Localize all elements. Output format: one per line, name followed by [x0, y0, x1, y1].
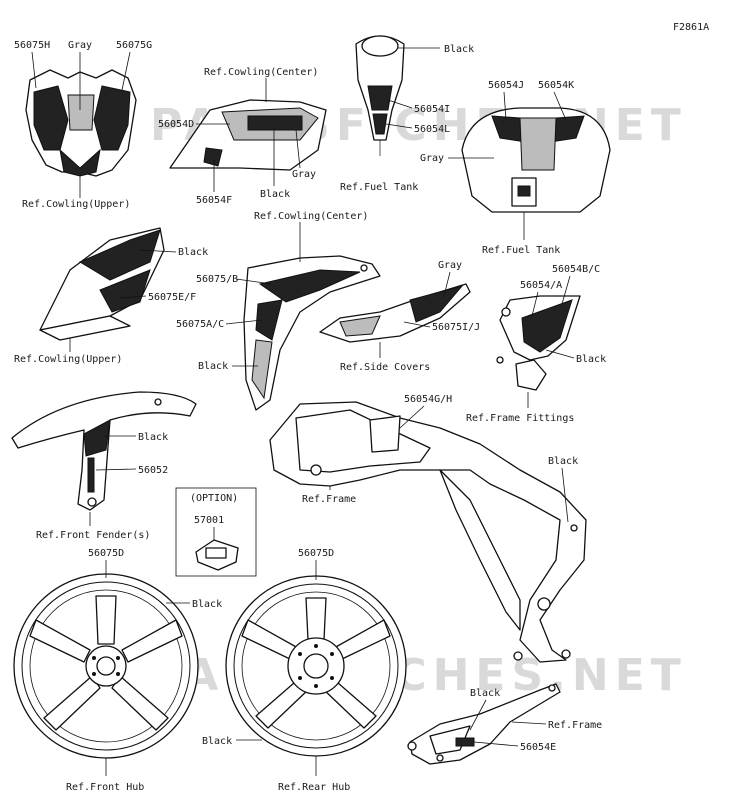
label-ref-side-covers: Ref.Side Covers — [340, 362, 430, 373]
label-56075B: 56075/B — [196, 274, 238, 285]
label-black-bracket: Black — [470, 688, 500, 699]
center-cowling — [243, 255, 381, 411]
label-56054J: 56054J — [488, 80, 524, 91]
label-option: (OPTION) — [190, 493, 238, 504]
label-black-rear-wheel: Black — [202, 736, 232, 747]
label-gray-tank: Gray — [420, 153, 444, 164]
label-56054BC: 56054B/C — [552, 264, 600, 275]
label-ref-rear-hub: Ref.Rear Hub — [278, 782, 350, 793]
label-56054F: 56054F — [196, 195, 232, 206]
fuel-tank-wide — [461, 107, 611, 213]
label-gray-side: Gray — [292, 169, 316, 180]
label-black-frame: Black — [548, 456, 578, 467]
label-56054I: 56054I — [414, 104, 450, 115]
label-56052: 56052 — [138, 465, 168, 476]
label-black-front-wheel: Black — [192, 599, 222, 610]
label-ref-fuel-tank-2: Ref.Fuel Tank — [482, 245, 560, 256]
frame-fittings — [496, 295, 581, 391]
label-56075IJ: 56075I/J — [432, 322, 480, 333]
label-56075D-rear: 56075D — [298, 548, 334, 559]
label-56054D: 56054D — [158, 119, 194, 130]
label-56075AC: 56075A/C — [176, 319, 224, 330]
label-ref-fuel-tank-1: Ref.Fuel Tank — [340, 182, 418, 193]
label-ref-cowling-center-2: Ref.Cowling(Center) — [254, 211, 368, 222]
front-fender — [11, 391, 197, 511]
frame-bracket — [407, 683, 561, 765]
front-wheel — [13, 573, 199, 759]
fuel-tank-top — [355, 35, 405, 156]
label-ref-frame-fittings: Ref.Frame Fittings — [466, 413, 574, 424]
label-56075EF: 56075E/F — [148, 292, 196, 303]
label-56075G: 56075G — [116, 40, 152, 51]
label-56054GH: 56054G/H — [404, 394, 452, 405]
label-black-center: Black — [198, 361, 228, 372]
label-black-tank: Black — [444, 44, 474, 55]
label-56054K: 56054K — [538, 80, 574, 91]
label-black-upper2: Black — [178, 247, 208, 258]
side-covers — [319, 283, 471, 343]
label-ref-front-fender: Ref.Front Fender(s) — [36, 530, 150, 541]
upper-cowling-front — [25, 69, 137, 177]
upper-cowling-side — [39, 227, 165, 341]
label-56054E: 56054E — [520, 742, 556, 753]
label-ref-frame-2: Ref.Frame — [548, 720, 602, 731]
label-56054A: 56054/A — [520, 280, 562, 291]
label-gray-top: Gray — [68, 40, 92, 51]
option-tool — [195, 539, 239, 571]
center-cowling-panel — [169, 99, 327, 171]
label-gray-covers: Gray — [438, 260, 462, 271]
label-57001: 57001 — [194, 515, 224, 526]
label-ref-front-hub: Ref.Front Hub — [66, 782, 144, 793]
rear-wheel — [225, 575, 407, 757]
frame — [269, 401, 587, 663]
label-56075D-front: 56075D — [88, 548, 124, 559]
label-black-fittings: Black — [576, 354, 606, 365]
figure-code: F2861A — [673, 22, 709, 33]
label-black-side: Black — [260, 189, 290, 200]
label-ref-frame-1: Ref.Frame — [302, 494, 356, 505]
label-ref-cowling-upper-2: Ref.Cowling(Upper) — [14, 354, 122, 365]
label-56075H: 56075H — [14, 40, 50, 51]
label-56054L: 56054L — [414, 124, 450, 135]
label-black-fender: Black — [138, 432, 168, 443]
label-ref-cowling-upper-1: Ref.Cowling(Upper) — [22, 199, 130, 210]
label-ref-cowling-center-1: Ref.Cowling(Center) — [204, 67, 318, 78]
